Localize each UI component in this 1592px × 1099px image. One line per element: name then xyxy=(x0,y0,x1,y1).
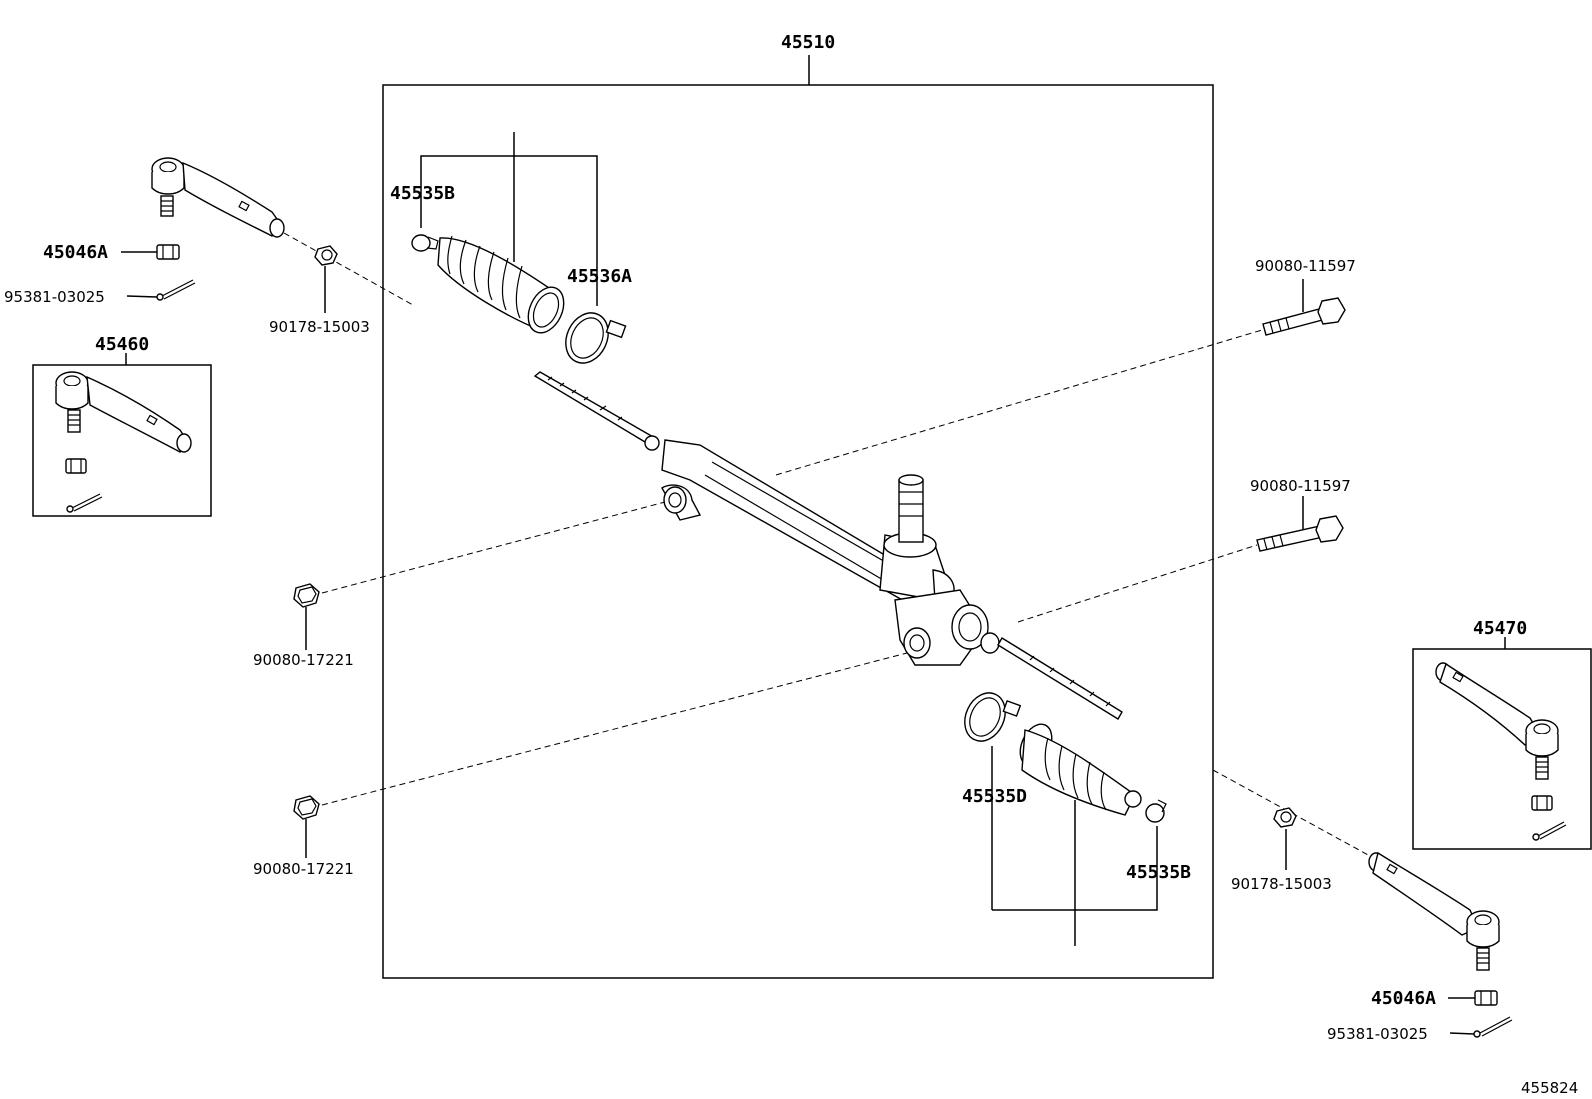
label-45470[interactable]: 45470 xyxy=(1473,618,1527,639)
grommet-lower xyxy=(293,795,320,820)
bellows-boot-lower xyxy=(1019,723,1142,816)
label-45046A-left[interactable]: 45046A xyxy=(43,242,108,263)
label-90178-15003-left[interactable]: 90178-15003 xyxy=(269,318,370,336)
label-45510[interactable]: 45510 xyxy=(781,32,835,53)
tie-rod-end-right xyxy=(1368,851,1500,971)
bolt-lower xyxy=(1256,515,1344,552)
label-90080-11597-upper[interactable]: 90080-11597 xyxy=(1255,257,1356,275)
label-45460[interactable]: 45460 xyxy=(95,334,149,355)
label-95381-03025-left[interactable]: 95381-03025 xyxy=(4,288,105,306)
diagram-reference-number: 455824 xyxy=(1521,1079,1578,1097)
label-90178-15003-right[interactable]: 90178-15003 xyxy=(1231,875,1332,893)
cotter-pin-right xyxy=(1473,1016,1513,1038)
boot-band-upper xyxy=(565,312,627,364)
lock-nut-left xyxy=(314,245,338,266)
tie-rod-end-left xyxy=(151,157,285,238)
bolt-upper xyxy=(1262,297,1346,336)
label-45046A-right[interactable]: 45046A xyxy=(1371,988,1436,1009)
castle-nut-left xyxy=(156,244,180,260)
boot-band-lower xyxy=(964,692,1022,742)
grommet-upper xyxy=(293,583,320,608)
label-45535B-lower[interactable]: 45535B xyxy=(1126,862,1191,883)
boot-clamp-upper xyxy=(411,234,439,252)
label-95381-03025-right[interactable]: 95381-03025 xyxy=(1327,1025,1428,1043)
tie-rod-end-right-kit xyxy=(1435,662,1567,841)
label-90080-17221-lower[interactable]: 90080-17221 xyxy=(253,860,354,878)
label-45535D[interactable]: 45535D xyxy=(962,786,1027,807)
boot-clamp-lower xyxy=(1145,799,1167,823)
cotter-pin-left xyxy=(156,279,196,301)
tie-rod-end-right-kit-box xyxy=(1412,648,1592,850)
label-90080-11597-lower[interactable]: 90080-11597 xyxy=(1250,477,1351,495)
bellows-boot-upper xyxy=(437,235,565,334)
tie-rod-end-left-kit xyxy=(55,371,192,513)
assembly-frame xyxy=(382,84,1214,979)
label-45536A[interactable]: 45536A xyxy=(567,266,632,287)
castle-nut-right xyxy=(1474,990,1498,1006)
tie-rod-end-left-kit-box xyxy=(32,364,212,517)
label-45535B-upper[interactable]: 45535B xyxy=(390,183,455,204)
label-90080-17221-upper[interactable]: 90080-17221 xyxy=(253,651,354,669)
steering-rack-body xyxy=(533,371,1123,720)
lock-nut-right xyxy=(1273,807,1297,828)
